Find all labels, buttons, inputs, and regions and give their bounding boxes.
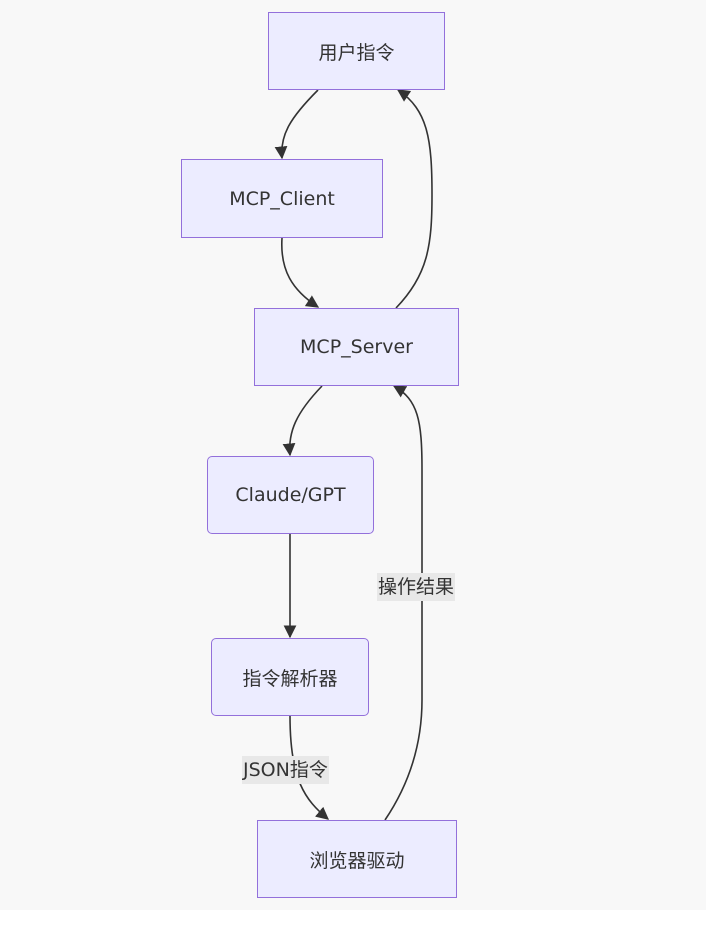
edge-server-to-user: [395, 89, 433, 309]
diagram-canvas: 用户指令 MCP_Client MCP_Server Claude/GPT 指令…: [181, 12, 459, 898]
edge-label-json-command: JSON指令: [242, 756, 329, 784]
node-mcp-client: MCP_Client: [181, 159, 383, 238]
edge-label-operation-result: 操作结果: [377, 573, 456, 601]
node-browser-driver-label: 浏览器驱动: [309, 849, 405, 872]
node-mcp-client-label: MCP_Client: [229, 187, 335, 210]
node-mcp-server-label: MCP_Server: [300, 336, 413, 358]
diagram-edges: [274, 89, 433, 821]
node-llm-label: Claude/GPT: [235, 484, 346, 506]
node-mcp-server: MCP_Server: [254, 308, 459, 386]
node-user-command: 用户指令: [268, 12, 445, 90]
node-parser: 指令解析器: [211, 638, 369, 716]
edge-parser-to-driver: [289, 715, 329, 820]
node-user-command-label: 用户指令: [318, 41, 395, 64]
edge-server-to-llm: [282, 385, 323, 457]
node-llm: Claude/GPT: [207, 456, 374, 534]
node-browser-driver: 浏览器驱动: [257, 820, 457, 898]
edge-driver-to-server: [384, 385, 423, 821]
edge-user-to-client: [274, 89, 319, 160]
node-parser-label: 指令解析器: [242, 667, 338, 690]
edge-client-to-server: [281, 237, 320, 308]
